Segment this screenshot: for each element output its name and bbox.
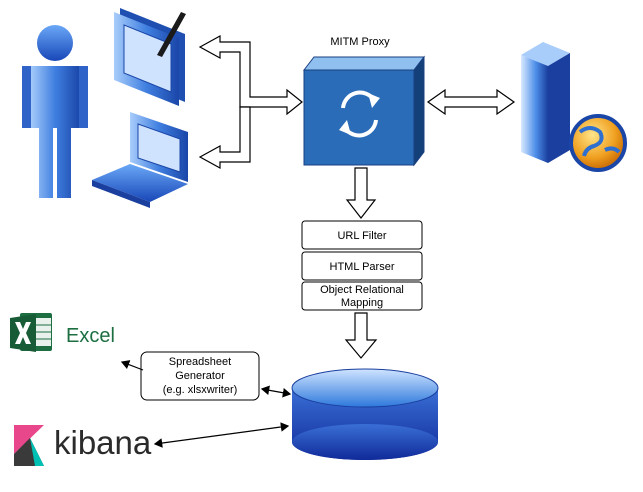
proxy-title: MITM Proxy [330,36,390,48]
server-globe-icon [521,42,627,172]
kibana-icon [14,425,44,466]
user-icon [22,25,88,198]
spreadsheet-line3: (e.g. xlsxwriter) [163,384,238,396]
tablet-icon [114,8,186,106]
spreadsheet-generator-box [140,351,260,401]
html-parser-label: HTML Parser [330,261,395,273]
proxy-server-arrow [426,88,516,116]
generator-db-arrow [260,385,292,398]
excel-label: Excel [66,325,115,347]
url-filter-box [301,220,423,250]
orm-box [301,281,423,311]
kibana-db-arrow [153,422,290,448]
orm-to-db-arrow [344,312,378,359]
client-proxy-arrows [198,34,303,170]
generator-to-excel-arrow [120,360,144,371]
spreadsheet-line2: Generator [175,370,225,382]
orm-label-line2: Mapping [341,297,383,309]
laptop-icon [92,112,188,208]
pipeline: URL Filter HTML Parser Object Relational… [301,220,423,311]
spreadsheet-line1: Spreadsheet [169,356,231,368]
mitm-proxy-cube [302,55,426,167]
orm-label-line1: Object Relational [320,284,404,296]
proxy-to-filter-arrow [345,167,377,219]
html-parser-box [301,251,423,281]
excel-icon [10,313,52,352]
kibana-label: kibana [54,424,152,461]
url-filter-label: URL Filter [337,230,386,242]
database-icon [291,368,439,460]
